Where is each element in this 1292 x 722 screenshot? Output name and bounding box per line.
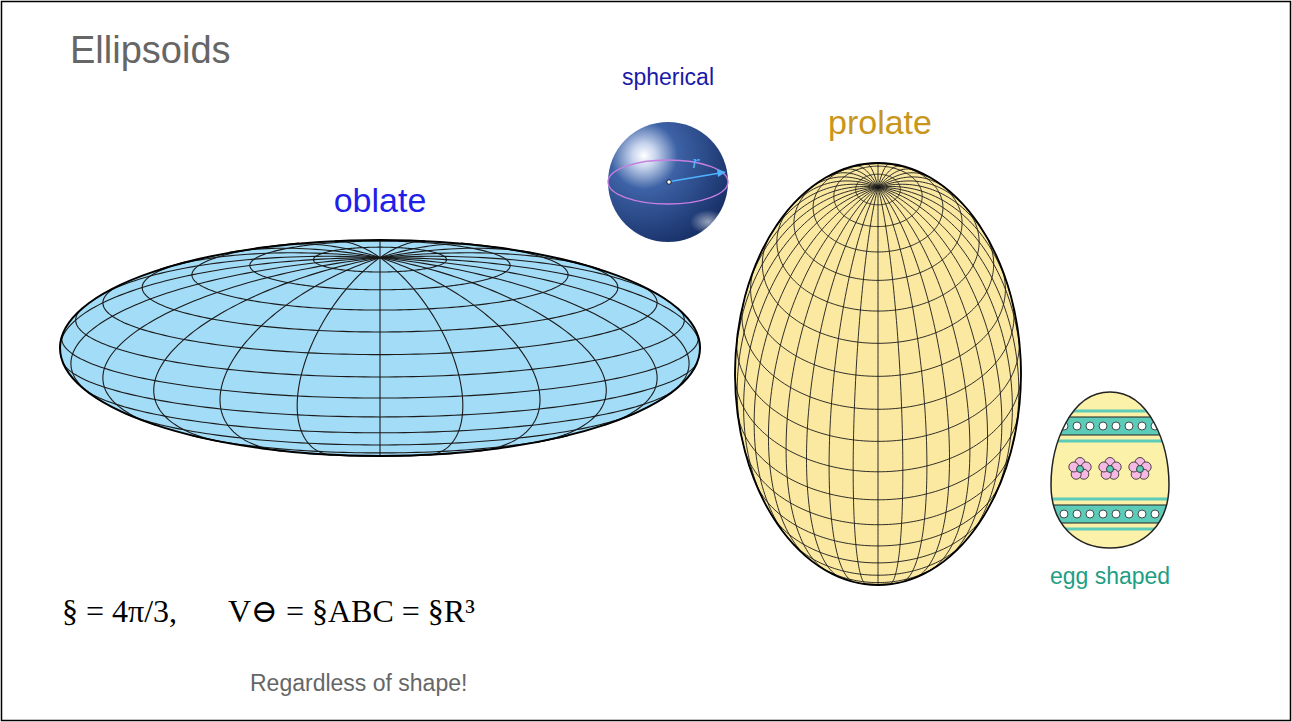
grid-line	[856, 174, 901, 205]
egg-dot	[1073, 510, 1081, 518]
grid-line	[878, 187, 988, 557]
grid-line	[742, 302, 1014, 410]
egg-flower	[1129, 458, 1151, 480]
grid-line	[380, 258, 689, 395]
prolate-grid	[735, 163, 1021, 585]
radius-symbol: r	[692, 152, 699, 173]
grid-line	[829, 187, 878, 581]
grid-line	[313, 247, 446, 272]
grid-line	[878, 187, 950, 577]
grid-line	[124, 413, 636, 445]
grid-line	[744, 449, 1011, 525]
grid-line	[62, 335, 698, 398]
grid-line	[878, 177, 947, 189]
sphere-center	[667, 180, 671, 184]
grid-line	[751, 267, 1006, 377]
grid-line	[768, 187, 878, 557]
formula: V⊖ = §ABC = §R³	[228, 594, 475, 629]
sphere-glow	[690, 210, 726, 234]
grid-line	[878, 187, 1012, 504]
grid-line	[103, 258, 380, 426]
grid-line	[103, 284, 657, 354]
egg-dot	[1073, 422, 1081, 430]
grid-line	[756, 484, 1000, 546]
grid-line	[813, 163, 943, 252]
grid-line	[379, 240, 380, 258]
grid-line	[777, 206, 979, 311]
grid-line	[793, 544, 963, 575]
grid-line	[380, 258, 657, 426]
egg-decor	[1040, 411, 1180, 529]
egg-flower	[1099, 458, 1121, 480]
grid-line	[738, 413, 1019, 499]
grid-line	[735, 187, 878, 374]
prolate-fill	[735, 163, 1021, 585]
grid-line	[878, 187, 927, 581]
grid-line	[878, 187, 1021, 374]
grid-line	[84, 389, 676, 433]
grid-line	[794, 182, 962, 280]
grid-line	[191, 436, 568, 453]
prolate-outline	[735, 163, 1021, 585]
egg-dot	[1099, 510, 1107, 518]
egg-dot	[1112, 510, 1120, 518]
grid-line	[250, 241, 510, 290]
egg-dot	[1086, 422, 1094, 430]
egg-dot	[1099, 422, 1107, 430]
egg-dot	[1125, 510, 1133, 518]
grid-line	[60, 258, 380, 348]
grid-line	[380, 258, 463, 456]
oblate-fill	[60, 240, 700, 456]
grid-line	[737, 187, 878, 448]
grid-line	[878, 187, 1002, 538]
grid-line	[771, 514, 985, 563]
egg-dot	[1151, 510, 1159, 518]
grid-line	[379, 258, 380, 457]
shape-name: spherical	[622, 65, 714, 90]
sphere	[608, 122, 728, 242]
oblate-outline	[60, 240, 700, 456]
egg-dot	[1086, 510, 1094, 518]
grid-line	[878, 187, 1019, 448]
shape-name: egg shaped	[1050, 564, 1170, 589]
grid-line	[192, 243, 568, 310]
egg-outline	[1051, 392, 1169, 548]
grid-line	[737, 337, 1019, 441]
egg-dot	[1112, 422, 1120, 430]
grid-line	[63, 362, 698, 417]
formula: § = 4π/3,	[62, 594, 177, 629]
sphere-equator	[608, 160, 728, 204]
egg-fill	[1051, 392, 1169, 548]
radius-line	[670, 173, 720, 182]
egg-dot	[1138, 422, 1146, 430]
grid-line	[834, 166, 922, 226]
grid-line	[76, 308, 685, 377]
shape-name: prolate	[828, 104, 932, 141]
note: Regardless of shape!	[250, 671, 467, 696]
oblate-grid	[60, 240, 700, 457]
radius-arrowhead	[717, 169, 726, 177]
egg-dot	[1138, 510, 1146, 518]
grid-line	[380, 258, 700, 348]
egg-dot	[1125, 422, 1133, 430]
shape-name: oblate	[334, 182, 427, 219]
grid-line	[878, 187, 879, 585]
slide-title: Ellipsoids	[70, 30, 231, 72]
grid-line	[735, 374, 1021, 472]
egg-flower	[1069, 458, 1091, 480]
egg-dot	[1060, 510, 1068, 518]
grid-line	[878, 163, 879, 187]
grid-line	[297, 258, 380, 456]
